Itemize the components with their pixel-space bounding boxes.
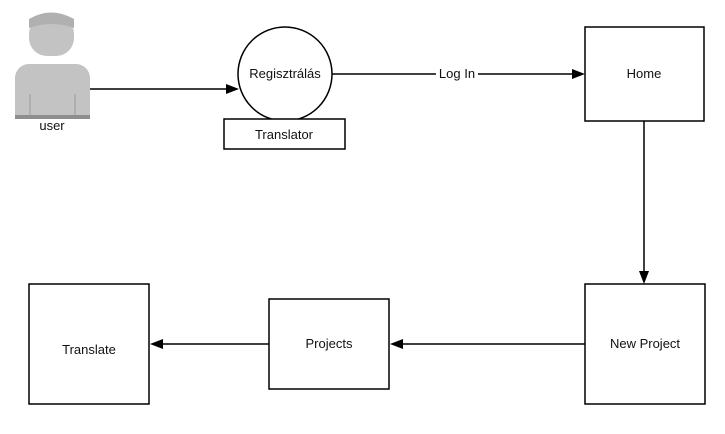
node-home[interactable]: Home bbox=[584, 26, 705, 122]
translator-box bbox=[223, 118, 346, 150]
edge-projects-to-translate bbox=[150, 339, 269, 349]
new-project-label: New Project bbox=[610, 336, 680, 351]
node-registration[interactable]: Regisztrálás bbox=[237, 26, 333, 122]
edge-home-to-new-project bbox=[639, 121, 649, 284]
home-label: Home bbox=[627, 66, 662, 81]
edge-user-to-registration bbox=[90, 84, 239, 94]
registration-label: Regisztrálás bbox=[249, 66, 321, 81]
node-new-project[interactable]: New Project bbox=[584, 283, 706, 405]
user-label: user bbox=[39, 118, 65, 133]
translator-label: Translator bbox=[255, 127, 314, 142]
login-label: Log In bbox=[439, 66, 475, 81]
projects-label: Projects bbox=[306, 336, 353, 351]
edge-login: Log In bbox=[332, 66, 585, 81]
user-actor[interactable]: user bbox=[15, 12, 90, 134]
translate-box bbox=[28, 283, 150, 405]
translate-label: Translate bbox=[62, 342, 116, 357]
edge-new-project-to-projects bbox=[390, 339, 585, 349]
node-projects[interactable]: Projects bbox=[268, 298, 390, 390]
projects-box bbox=[268, 298, 390, 390]
node-translator[interactable]: Translator bbox=[223, 118, 346, 150]
node-translate[interactable]: Translate bbox=[28, 283, 150, 405]
user-icon bbox=[15, 12, 90, 119]
